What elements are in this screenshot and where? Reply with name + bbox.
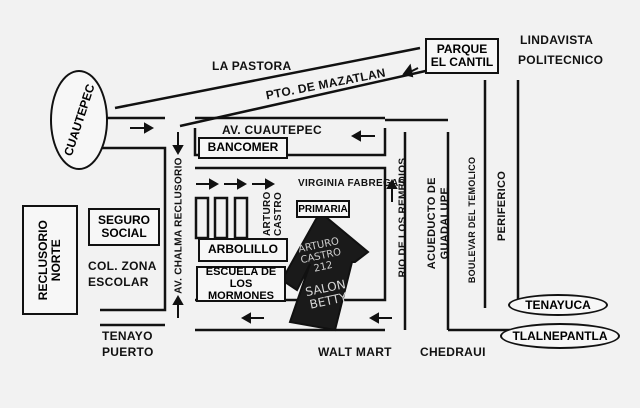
block-main (195, 166, 387, 302)
label-cuautepec: CUAUTEPEC (60, 82, 98, 158)
label-tlalnepantla: TLALNEPANTLA (512, 329, 608, 343)
arrow-right-icon (196, 178, 220, 190)
label-bancomer: BANCOMER (207, 140, 279, 155)
box-seguro-social: SEGURO SOCIAL (88, 208, 160, 246)
box-reclusorio-norte: RECLUSORIO NORTE (22, 205, 78, 315)
arrow-left-icon (240, 312, 264, 324)
arrow-left-icon (368, 312, 392, 324)
label-parque-line2: EL CANTIL (430, 55, 494, 69)
label-la-pastora: LA PASTORA (212, 59, 292, 73)
label-tenayo-line2: PUERTO (102, 345, 154, 359)
oval-tenayuca: TENAYUCA (508, 294, 608, 316)
oval-tlalnepantla: TLALNEPANTLA (500, 323, 620, 349)
box-primaria: PRIMARIA (296, 200, 350, 218)
label-col-zona-line1: COL. ZONA (88, 259, 157, 273)
label-virginia-fabregas: VIRGINIA FABREGAS (298, 178, 406, 189)
arrow-up-icon (172, 294, 184, 318)
label-reclusorio-norte: RECLUSORIO NORTE (35, 219, 64, 301)
label-chedraui: CHEDRAUI (420, 345, 486, 359)
road-diagonal-bottom (179, 68, 431, 128)
label-walt-mart: WALT MART (318, 345, 392, 359)
box-escuela-mormones: ESCUELA DE LOS MORMONES (196, 266, 286, 302)
block-bancomer (193, 128, 387, 157)
strip-1 (194, 196, 210, 240)
arrow-up-icon (386, 178, 398, 202)
box-bancomer: BANCOMER (198, 137, 288, 159)
label-arbolillo: ARBOLILLO (208, 242, 278, 257)
label-col-zona-line2: ESCOLAR (88, 275, 149, 289)
strip-2 (213, 196, 229, 240)
box-arbolillo: ARBOLILLO (198, 238, 288, 262)
label-periferico: PERIFERICO (495, 170, 508, 242)
label-arturo-castro: ARTURO CASTRO (262, 191, 284, 236)
arrow-left-icon (402, 63, 419, 78)
label-rio-remedios: RIO DE LOS REMEDIOS (397, 157, 409, 278)
road-diagonal-top (114, 46, 421, 110)
salon-pointer-arrow (280, 210, 370, 332)
box-parque-el-cantil: PARQUE EL CANTIL (425, 38, 499, 74)
label-tenayo-line1: TENAYO (102, 329, 153, 343)
label-av-chalma: AV. CHALMA RECLUSORIO (173, 157, 185, 294)
arrow-right-icon (224, 178, 248, 190)
label-av-cuautepec: AV. CUAUTEPEC (222, 123, 322, 137)
strip-3 (233, 196, 249, 240)
label-escuela-line2: MORMONES (208, 290, 274, 303)
label-parque-line1: PARQUE (436, 41, 488, 56)
label-politecnico: POLITECNICO (518, 53, 604, 67)
arrow-right-icon (130, 122, 155, 134)
label-seguro-line2: SOCIAL (101, 226, 147, 240)
label-lindavista: LINDAVISTA (520, 33, 594, 47)
label-primaria: PRIMARIA (298, 203, 348, 215)
label-acueducto: ACUEDUCTO DE GUADALUPE (425, 177, 451, 270)
arrow-right-icon (252, 178, 276, 190)
arrow-left-icon (350, 130, 375, 142)
label-seguro-line1: SEGURO (97, 212, 150, 227)
label-escuela-line1: ESCUELA DE LOS (205, 265, 277, 290)
label-temolico: BOULEVAR DEL TEMOLICO (467, 156, 478, 284)
arrow-down-icon (172, 132, 184, 156)
label-tenayuca: TENAYUCA (525, 298, 591, 312)
block-left (100, 146, 167, 312)
oval-cuautepec: CUAUTEPEC (50, 70, 108, 170)
